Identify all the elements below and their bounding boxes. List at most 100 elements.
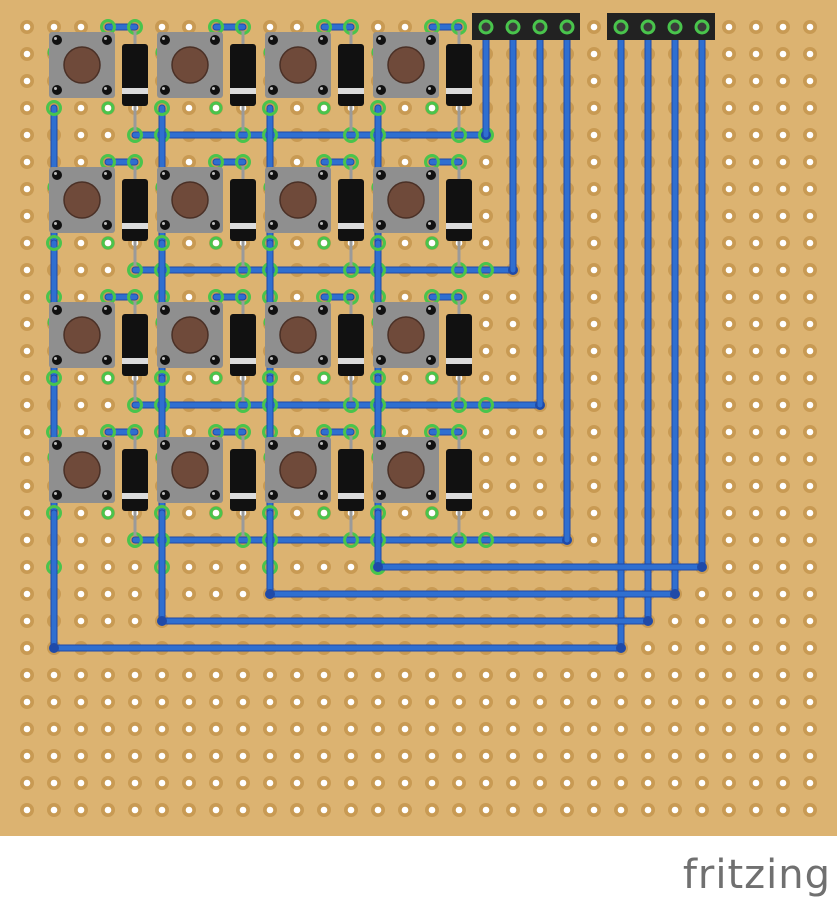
pushbutton-pin [318, 170, 328, 180]
button-lead [209, 506, 223, 520]
hole-center [806, 23, 814, 31]
hole-center [698, 698, 706, 706]
hole-center [725, 752, 733, 760]
hole-center [50, 779, 58, 787]
pushbutton-pin [318, 490, 328, 500]
hole-center [158, 752, 166, 760]
hole-center [752, 104, 760, 112]
hole-center [50, 23, 58, 31]
pushbutton-pin [426, 170, 436, 180]
hole-center [104, 401, 112, 409]
hole-center [239, 563, 247, 571]
hole-center [563, 806, 571, 814]
hole-center [23, 725, 31, 733]
hole-center [590, 509, 598, 517]
button-lead [101, 371, 115, 385]
hole-center [806, 131, 814, 139]
hole-center [752, 590, 760, 598]
hole-center [428, 752, 436, 760]
hole-center [671, 779, 679, 787]
hole-center [752, 725, 760, 733]
pushbutton-pin-highlight [270, 492, 273, 495]
hole-center [23, 401, 31, 409]
hole-center [725, 347, 733, 355]
solder-pad [370, 370, 386, 386]
hole-center [23, 77, 31, 85]
pushbutton-pin [426, 490, 436, 500]
hole-center [779, 239, 787, 247]
hole-center [428, 725, 436, 733]
hole-center [509, 320, 517, 328]
diode-band [122, 88, 148, 94]
hole-center [752, 482, 760, 490]
hole-center [725, 320, 733, 328]
pushbutton-pin [426, 220, 436, 230]
hole-center [617, 671, 625, 679]
hole-center [158, 806, 166, 814]
hole-center [23, 509, 31, 517]
hole-center [725, 374, 733, 382]
hole-center [320, 374, 328, 382]
hole-center [752, 752, 760, 760]
pushbutton-pin-highlight [378, 37, 381, 40]
hole-center [23, 185, 31, 193]
hole-center [77, 698, 85, 706]
hole-center [590, 752, 598, 760]
hole-center [725, 563, 733, 571]
hole-center [536, 698, 544, 706]
pushbutton-pin [52, 35, 62, 45]
hole-center [725, 104, 733, 112]
solder-pad [46, 100, 62, 116]
hole-center [779, 590, 787, 598]
hole-center [77, 509, 85, 517]
hole-center [212, 779, 220, 787]
hole-center [725, 617, 733, 625]
pushbutton-cap [63, 46, 101, 84]
diode-body [446, 314, 472, 376]
hole-center [563, 752, 571, 760]
hole-center [590, 158, 598, 166]
hole-center [293, 752, 301, 760]
hole-center [23, 320, 31, 328]
hole-center [779, 158, 787, 166]
pushbutton-pin [318, 220, 328, 230]
hole-center [455, 752, 463, 760]
hole-center [509, 347, 517, 355]
pushbutton-cap [279, 181, 317, 219]
hole-center [401, 752, 409, 760]
hole-center [536, 806, 544, 814]
hole-center [77, 158, 85, 166]
hole-center [671, 752, 679, 760]
pushbutton-pin [52, 170, 62, 180]
hole-center [590, 23, 598, 31]
hole-center [23, 455, 31, 463]
hole-center [482, 725, 490, 733]
pushbutton-cap [63, 316, 101, 354]
hole-center [590, 482, 598, 490]
wire-end [670, 589, 680, 599]
header-pin [532, 19, 548, 35]
hole-center [185, 725, 193, 733]
hole-center [644, 806, 652, 814]
hole-center [509, 455, 517, 463]
hole-center [320, 239, 328, 247]
hole-center [23, 347, 31, 355]
hole-center [401, 509, 409, 517]
hole-center [77, 374, 85, 382]
hole-center [725, 698, 733, 706]
pushbutton-pin-highlight [54, 172, 57, 175]
pushbutton-pin-highlight [428, 492, 431, 495]
hole-center [104, 590, 112, 598]
hole-center [644, 671, 652, 679]
hole-center [50, 752, 58, 760]
hole-center [455, 779, 463, 787]
hole-center [212, 806, 220, 814]
hole-center [806, 482, 814, 490]
hole-center [806, 239, 814, 247]
pushbutton-pin [52, 440, 62, 450]
button-lead [101, 506, 115, 520]
pushbutton-pin-highlight [162, 222, 165, 225]
hole-center [23, 563, 31, 571]
hole-center [725, 536, 733, 544]
hole-center [23, 617, 31, 625]
